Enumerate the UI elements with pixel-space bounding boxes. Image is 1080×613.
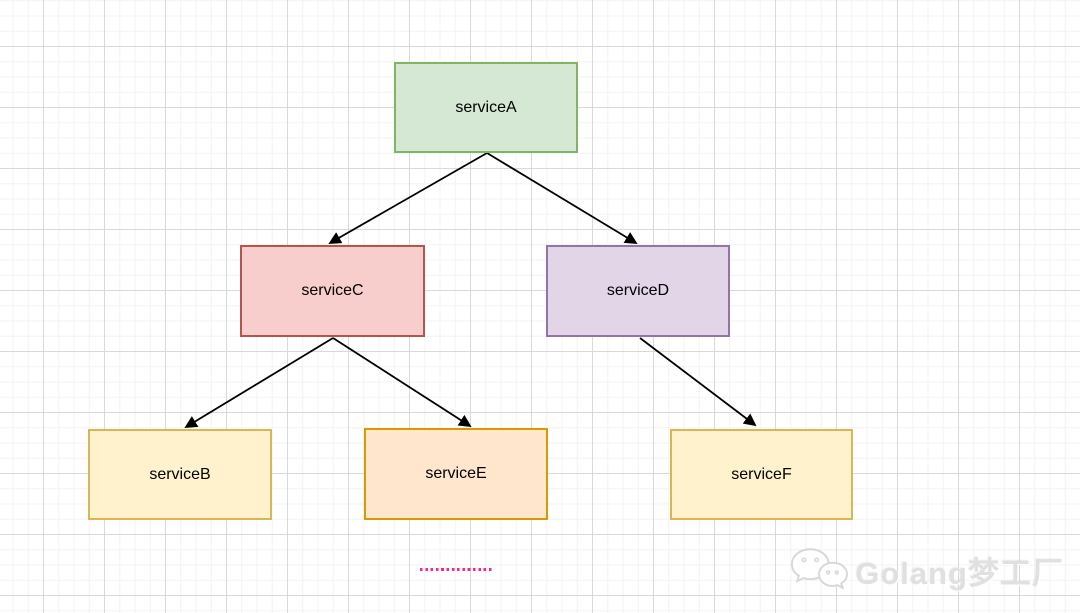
arrow-group xyxy=(184,152,757,428)
edge-serviceA-to-serviceC xyxy=(328,152,488,244)
node-label: serviceF xyxy=(731,465,792,483)
node-serviceF[interactable]: serviceF xyxy=(670,429,853,520)
node-serviceD[interactable]: serviceD xyxy=(546,245,730,337)
node-label: serviceB xyxy=(149,465,211,483)
node-label: serviceC xyxy=(301,282,364,299)
pink-dotted-line xyxy=(420,568,494,571)
edge-serviceD-to-serviceF xyxy=(639,337,757,427)
edge-serviceC-to-serviceB xyxy=(184,337,334,428)
node-label: serviceD xyxy=(606,282,670,299)
node-serviceA[interactable]: serviceA xyxy=(394,62,578,153)
node-serviceC[interactable]: serviceC xyxy=(240,245,425,337)
node-label: serviceE xyxy=(425,465,487,482)
edge-serviceC-to-serviceE xyxy=(332,337,472,428)
edge-serviceA-to-serviceD xyxy=(486,152,638,244)
node-label: serviceA xyxy=(455,98,517,116)
node-serviceE[interactable]: serviceE xyxy=(364,428,548,520)
node-serviceB[interactable]: serviceB xyxy=(88,429,272,520)
